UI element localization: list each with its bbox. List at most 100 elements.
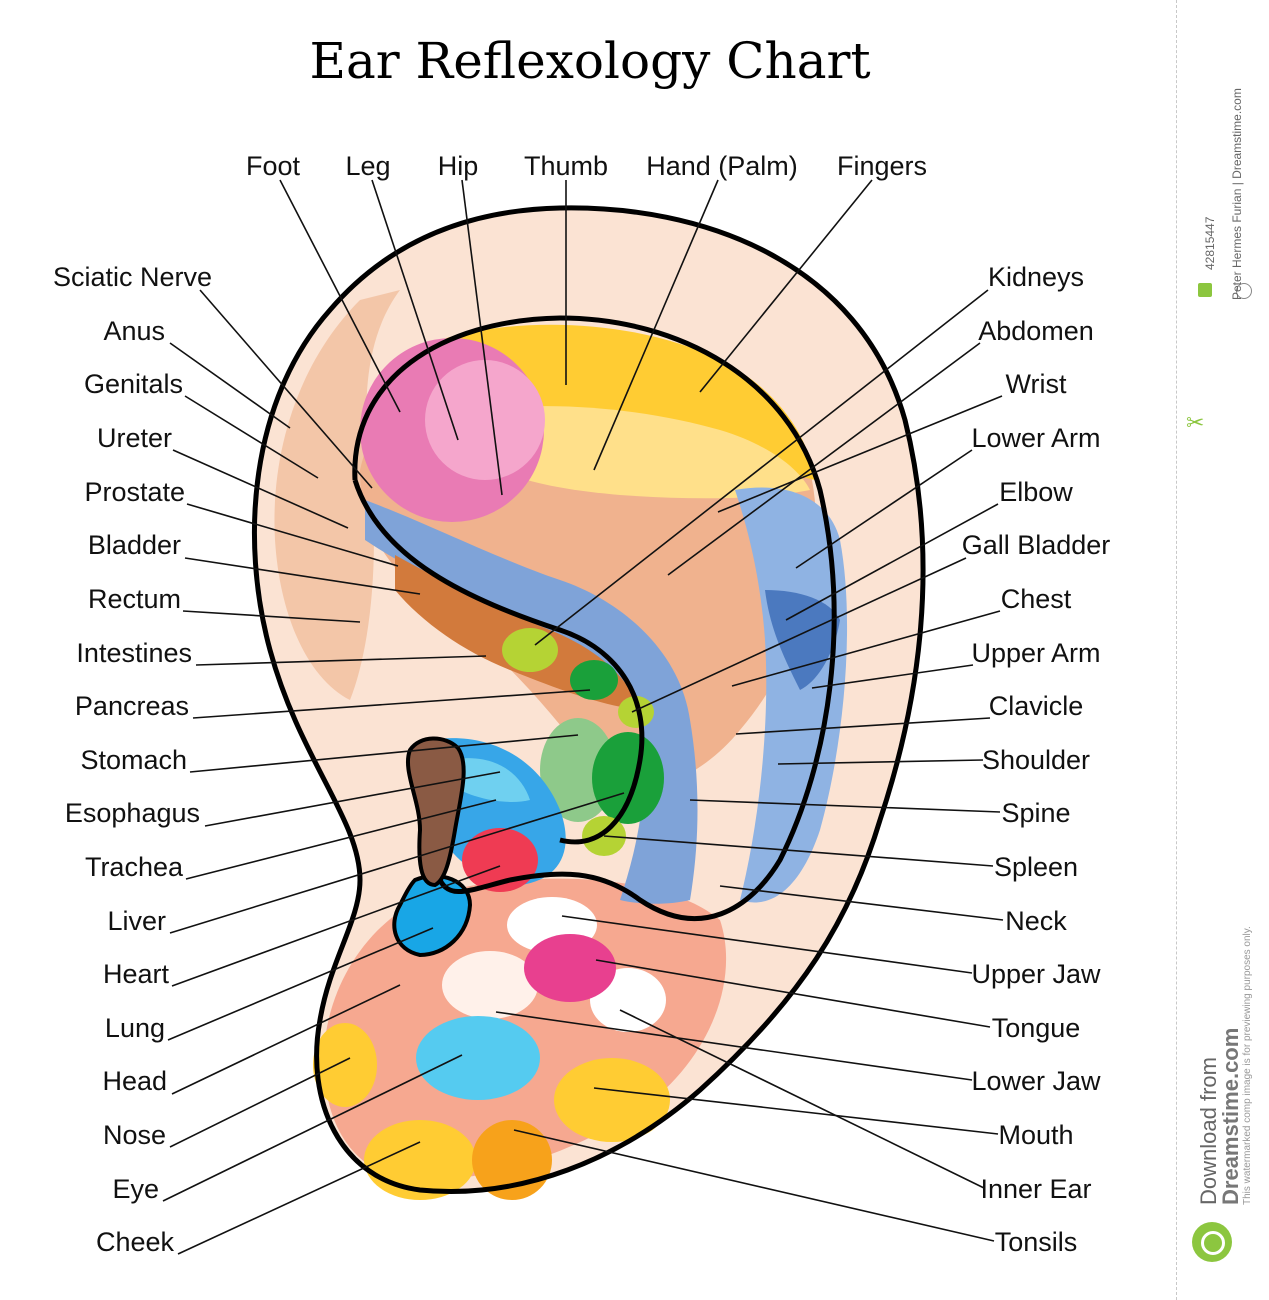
label-anus: Anus (103, 316, 165, 346)
leader-mouth (593, 1087, 999, 1135)
label-prostate: Prostate (84, 477, 185, 507)
top-labels: Foot Leg Hip Thumb Hand (Palm) Fingers (246, 151, 927, 181)
leader-ureter (172, 449, 349, 529)
leader-sciatic-nerve (199, 289, 373, 489)
label-intestines: Intestines (76, 638, 192, 668)
zone-mouth-yellow (554, 1058, 670, 1142)
leader-tonsils (513, 1129, 995, 1242)
leader-neck (719, 885, 1004, 921)
label-genitals: Genitals (84, 369, 183, 399)
label-ureter: Ureter (97, 423, 172, 453)
paperclip-icon: ✂ (1186, 410, 1205, 435)
label-hand-palm: Hand (Palm) (646, 151, 798, 181)
label-wrist: Wrist (1006, 369, 1067, 399)
leader-cheek (177, 1141, 421, 1255)
zone-pancreas-green (570, 660, 618, 700)
leader-wrist (717, 395, 1003, 513)
leader-prostate (186, 503, 399, 567)
leader-anus (169, 342, 291, 429)
leader-bladder (184, 557, 421, 595)
leader-tongue (595, 959, 991, 1028)
preview-note: This watermarked comp image is for previ… (1242, 926, 1253, 1205)
label-elbow: Elbow (999, 477, 1073, 507)
leader-upper-arm (811, 664, 974, 689)
label-nose: Nose (103, 1120, 166, 1150)
label-foot: Foot (246, 151, 301, 181)
image-credit: Peter Hermes Furian | Dreamstime.com (1230, 88, 1244, 300)
leader-pancreas (192, 689, 591, 719)
image-id: 42815447 (1203, 216, 1217, 270)
leader-shoulder (777, 759, 984, 765)
label-kidneys: Kidneys (988, 262, 1084, 292)
ear-inner-helix-outline (352, 315, 837, 921)
label-gall-bladder: Gall Bladder (962, 530, 1111, 560)
zone-hip-inner (425, 360, 545, 480)
label-head: Head (102, 1066, 167, 1096)
leader-head (171, 984, 401, 1095)
label-heart: Heart (103, 959, 170, 989)
id-badge-icon (1198, 283, 1212, 297)
leader-spleen (603, 835, 994, 867)
zone-kidneys-green (502, 628, 558, 672)
label-bladder: Bladder (88, 530, 181, 560)
leader-fingers (699, 179, 873, 393)
ear-tragus (405, 736, 466, 888)
leader-nose (169, 1057, 351, 1148)
watermark-sidebar (1176, 0, 1269, 1300)
label-chest: Chest (1001, 584, 1072, 614)
label-neck: Neck (1005, 906, 1067, 936)
label-pancreas: Pancreas (75, 691, 189, 721)
leader-lung (167, 927, 434, 1041)
label-upper-jaw: Upper Jaw (971, 959, 1101, 989)
label-stomach: Stomach (80, 745, 187, 775)
zone-tongue-magenta (524, 934, 616, 1002)
label-spine: Spine (1001, 798, 1070, 828)
leader-foot (279, 179, 401, 413)
leader-esophagus (204, 771, 501, 827)
zone-gallbladder-green (618, 696, 654, 728)
leader-genitals (184, 395, 319, 479)
label-shoulder: Shoulder (982, 745, 1090, 775)
label-eye: Eye (112, 1174, 159, 1204)
leader-intestines (195, 655, 487, 666)
leader-hip (461, 179, 503, 496)
chart-title: Ear Reflexology Chart (309, 32, 870, 90)
zone-liver-green (592, 732, 664, 824)
label-rectum: Rectum (88, 584, 181, 614)
dreamstime-brand-text: Dreamstime.com (1218, 1027, 1243, 1205)
label-lower-arm: Lower Arm (971, 423, 1100, 453)
zone-esophagus-light (450, 758, 530, 802)
label-upper-arm: Upper Arm (971, 638, 1100, 668)
label-sciatic-nerve: Sciatic Nerve (53, 262, 212, 292)
leader-upper-jaw (561, 915, 973, 974)
zone-arm-blue (735, 487, 848, 903)
dreamstime-logo-icon (1192, 1222, 1232, 1262)
leader-elbow (785, 503, 999, 621)
label-liver: Liver (107, 906, 166, 936)
label-spleen: Spleen (994, 852, 1078, 882)
leader-eye (162, 1054, 463, 1202)
label-cheek: Cheek (96, 1227, 175, 1257)
label-lung: Lung (105, 1013, 165, 1043)
ear-illustration (251, 205, 926, 1200)
label-thumb: Thumb (524, 151, 608, 181)
leader-inner-ear (619, 1009, 985, 1189)
leader-lines (162, 179, 1004, 1255)
leader-leg (371, 179, 459, 441)
leader-gall-bladder (631, 557, 967, 713)
label-abdomen: Abdomen (978, 316, 1094, 346)
leader-heart (171, 865, 501, 987)
label-leg: Leg (345, 151, 390, 181)
leader-hand-palm (593, 179, 719, 471)
leader-trachea (185, 799, 497, 880)
label-tonsils: Tonsils (995, 1227, 1078, 1257)
leader-kidneys (534, 289, 989, 646)
label-mouth: Mouth (998, 1120, 1073, 1150)
label-fingers: Fingers (837, 151, 927, 181)
leader-stomach (189, 734, 579, 773)
zone-head-yellow (313, 1023, 377, 1107)
label-esophagus: Esophagus (65, 798, 200, 828)
leader-lower-jaw (495, 1011, 973, 1081)
zone-cheek-yellow (364, 1120, 476, 1200)
